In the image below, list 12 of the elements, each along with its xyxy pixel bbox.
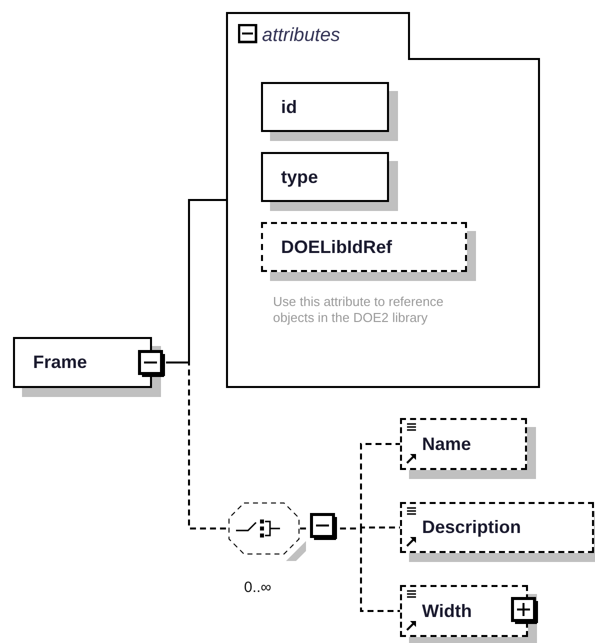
connector-line bbox=[340, 528, 400, 612]
element-name: Description bbox=[422, 516, 522, 539]
element-name: type bbox=[281, 166, 318, 189]
annotation-text: Use this attribute to reference objects in the DOE2 library bbox=[273, 294, 445, 326]
element-name: Frame bbox=[33, 351, 88, 374]
connector-line bbox=[166, 362, 228, 530]
element-name: DOELibIdRef bbox=[281, 236, 392, 258]
group-title: attributes bbox=[262, 24, 340, 48]
element-name: id bbox=[281, 96, 297, 118]
occurrence-label: 0..∞ bbox=[244, 578, 272, 598]
element-name: Name bbox=[422, 432, 472, 456]
element-name: Width bbox=[422, 600, 472, 622]
